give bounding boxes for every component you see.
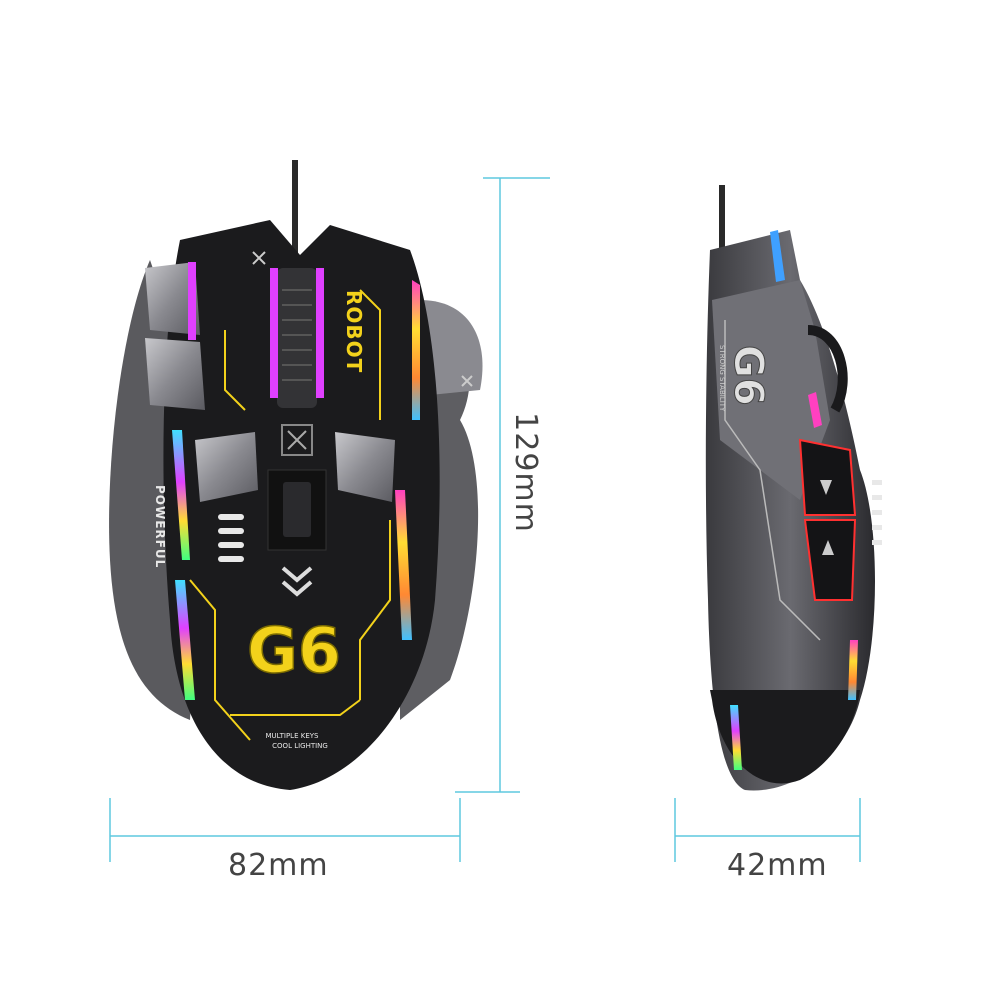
mouse-side-view [705, 185, 882, 791]
side-strip: POWERFUL [153, 485, 167, 568]
mouse-top-view [109, 160, 483, 790]
model-badge-side: G6 [725, 345, 771, 406]
width-dimension-label-top: 82mm [228, 848, 329, 883]
height-dimension-label: 129mm [507, 412, 543, 533]
dimension-lines [109, 177, 861, 862]
right-macro-button [335, 432, 395, 502]
width-dimension-label-side: 42mm [727, 848, 828, 883]
side-button-upper [145, 262, 200, 335]
side-text: STRONG STABILITY [718, 345, 726, 412]
brand-strip: ROBOT [342, 290, 366, 373]
side-button-lower [145, 338, 205, 410]
tagline-line1: MULTIPLE KEYS [266, 732, 319, 740]
model-badge-top: G6 [247, 614, 341, 687]
side-button-back [803, 519, 857, 601]
side-button-forward [798, 438, 857, 516]
left-macro-button [195, 432, 258, 502]
tagline-line2: COOL LIGHTING [272, 742, 328, 750]
